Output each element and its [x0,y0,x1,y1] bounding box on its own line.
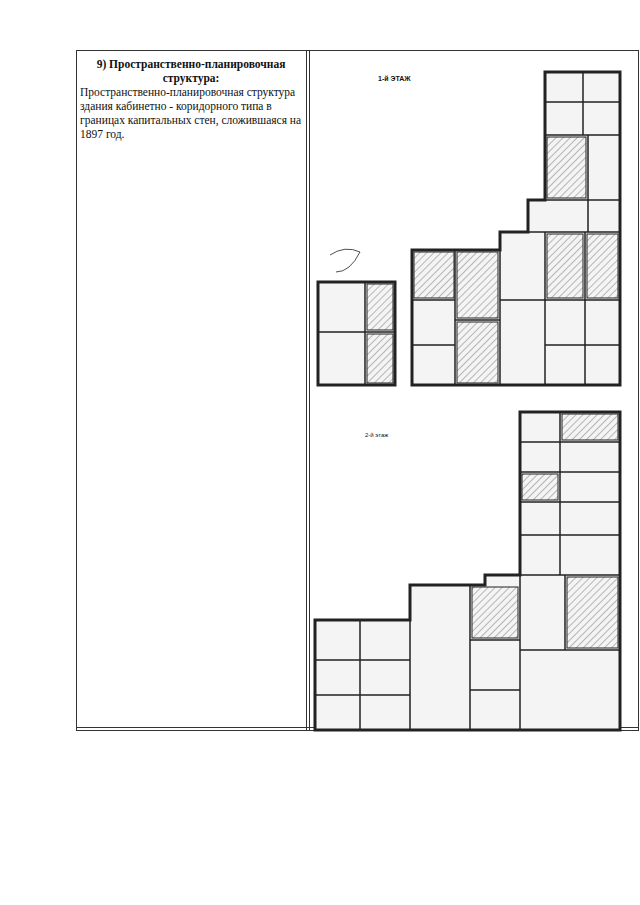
floor-label: 1-й ЭТАЖ [378,75,411,82]
table-cell: 9) Пространственно-планировочная структу… [80,57,302,141]
floor-label: 2-й этаж [365,432,388,438]
section-text: Пространственно-планировочная структура … [80,85,302,141]
section-heading: 9) Пространственно-планировочная структу… [80,57,302,85]
